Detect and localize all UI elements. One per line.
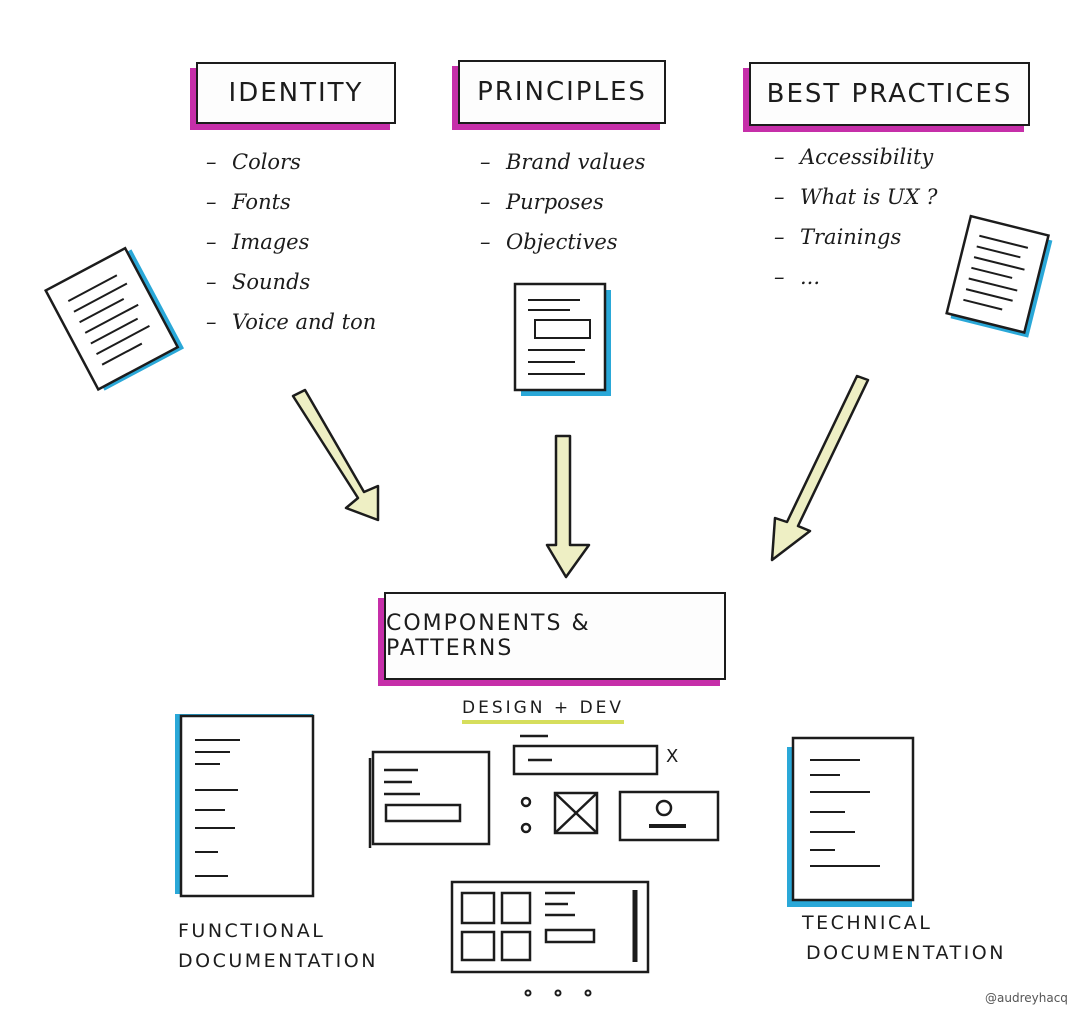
arrow-right [770,374,870,562]
arrow-left [291,388,380,522]
list-item: What is UX ? [774,177,938,217]
list-item: ... [774,257,938,297]
principles-box: PRINCIPLES [458,60,666,124]
best-practices-list: Accessibility What is UX ? Trainings ... [774,137,938,297]
list-item: Voice and ton [206,302,376,342]
identity-title: IDENTITY [228,78,364,108]
list-item: Purposes [480,182,645,222]
grid-layout-icon [450,880,650,974]
principles-list: Brand values Purposes Objectives [480,142,645,262]
list-item: Objectives [480,222,645,262]
list-item: Fonts [206,182,376,222]
pagination-dots-icon [524,989,592,997]
list-item: Trainings [774,217,938,257]
technical-documentation-label-line1: TECHNICAL [802,912,933,934]
radio-options-icon [520,796,532,834]
list-item: Brand values [480,142,645,182]
components-patterns-box: COMPONENTS & PATTERNS [384,592,726,680]
list-item: Sounds [206,262,376,302]
principles-title: PRINCIPLES [477,77,647,107]
image-placeholder-icon [553,791,599,835]
list-item: Images [206,222,376,262]
identity-list: Colors Fonts Images Sounds Voice and ton [206,142,376,342]
technical-documentation-icon [787,736,915,907]
list-item: Accessibility [774,137,938,177]
identity-box: IDENTITY [196,62,396,124]
principles-document-icon [513,282,611,396]
profile-card-icon [618,790,720,842]
functional-documentation-icon [175,714,315,898]
identity-document-icon [43,246,185,392]
design-dev-subtitle: DESIGN + DEV [462,698,625,724]
author-credit: @audreyhacq [985,991,1068,1005]
best-practices-document-icon [945,214,1053,338]
best-practices-box: BEST PRACTICES [749,62,1030,126]
list-item: Colors [206,142,376,182]
functional-documentation-label-line1: FUNCTIONAL [178,920,326,942]
arrow-center [545,434,591,579]
components-patterns-title: COMPONENTS & PATTERNS [386,611,591,661]
best-practices-title: BEST PRACTICES [766,79,1013,109]
card-component-icon [368,750,491,848]
close-mark: X [666,746,681,767]
functional-documentation-label-line2: DOCUMENTATION [178,950,378,972]
input-component-icon [512,734,659,776]
technical-documentation-label-line2: DOCUMENTATION [806,942,1006,964]
